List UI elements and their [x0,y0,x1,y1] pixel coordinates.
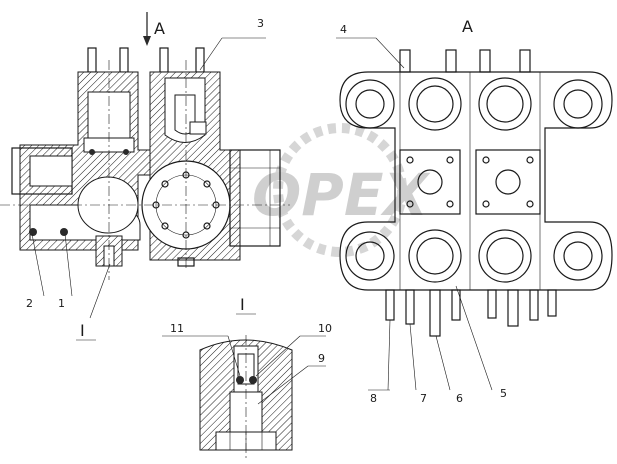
right-view-a: A [336,17,613,391]
callout-8: 8 [370,392,377,405]
watermark-text: OPEX [252,161,431,229]
middle-flanges [399,149,541,215]
callout-4: 4 [340,23,347,36]
callout-3: 3 [257,17,264,30]
top-studs-left [87,47,205,73]
view-label-a-right: A [462,17,473,36]
view-arrow-head [143,36,151,46]
callout-11: 11 [170,322,184,335]
view-label-a-left: A [154,19,165,38]
valve-block-outline [339,71,613,291]
callout-10: 10 [318,322,332,335]
watermark-logo: OPEX [252,123,431,257]
section-label-detail: I [240,295,245,314]
section-label-left: I [80,321,85,340]
left-section-view: A [0,12,290,319]
callout-1: 1 [58,297,65,310]
callout-9: 9 [318,352,325,365]
upper-bosses [345,77,603,131]
lower-bosses [345,229,603,283]
callout-6: 6 [456,392,463,405]
callout-7: 7 [420,392,427,405]
callout-5: 5 [500,387,507,400]
detail-section-view: I [162,295,326,458]
top-studs-right [399,49,531,73]
callout-2: 2 [26,297,33,310]
